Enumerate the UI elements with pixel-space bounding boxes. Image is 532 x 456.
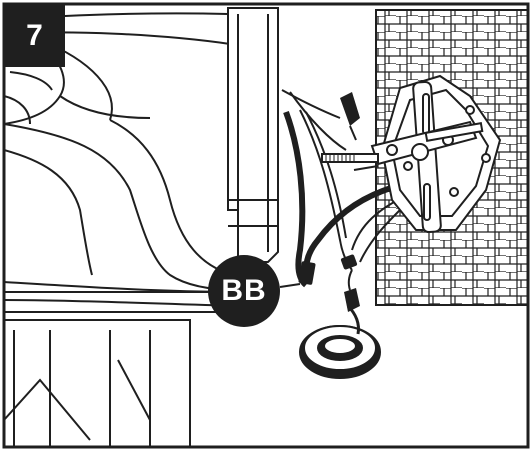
step-number: 7 [26, 18, 43, 52]
illustration-frame [2, 2, 530, 449]
lantern-fixture [4, 12, 239, 447]
part-callout-bb: BB [208, 255, 280, 327]
step-number-badge: 7 [4, 4, 65, 67]
wire-connector [298, 254, 358, 285]
fixture-backplate [227, 7, 279, 263]
wire-nut-connector-lower [344, 269, 360, 312]
callout-label: BB [221, 274, 267, 307]
mounting-bracket [370, 74, 502, 234]
electrical-tape-roll [299, 304, 381, 379]
wire-nut-connector [340, 92, 360, 141]
mounting-screws [321, 122, 484, 171]
fixture-wires [281, 89, 353, 288]
